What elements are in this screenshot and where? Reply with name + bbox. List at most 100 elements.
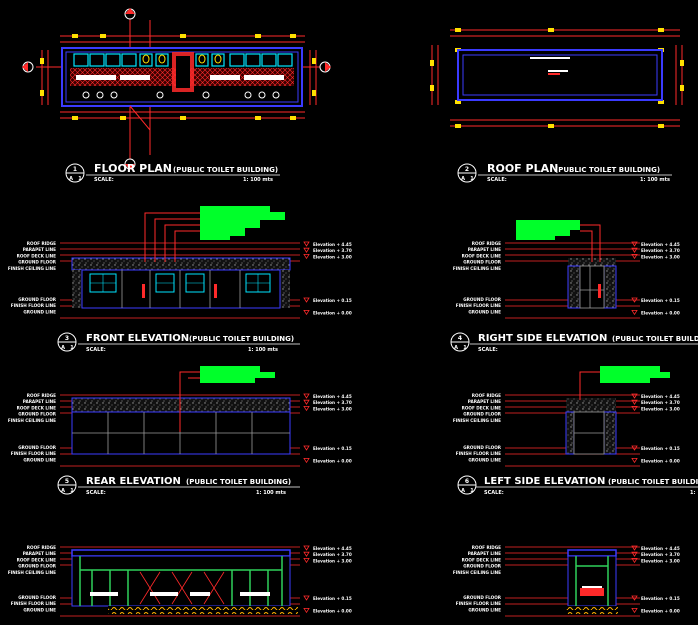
level-marker (631, 247, 638, 253)
elevation-label: Elevation + 3.00 (641, 406, 680, 411)
level-label: PARAPET LINE (23, 247, 56, 252)
elevation-label: Elevation + 3.70 (313, 552, 352, 557)
level-marker (631, 608, 638, 614)
roof-plan-title: ROOF PLAN (487, 162, 558, 175)
level-marker (303, 558, 310, 564)
level-label: FINISH CEILING LINE (8, 418, 56, 423)
elevation-label: Elevation + 0.00 (641, 310, 680, 315)
elevation-label: Elevation + 3.70 (313, 400, 352, 405)
level-label: ROOF DECK LINE (17, 405, 57, 410)
left-side-elevation-scale-label: SCALE: (484, 490, 504, 496)
section-ref: A (454, 345, 458, 351)
level-marker (631, 310, 638, 316)
level-marker (631, 445, 638, 451)
rear-elevation-scale-value: 1: 100 mts (256, 490, 286, 496)
section-number: 3 (65, 335, 69, 342)
section-number: 6 (465, 478, 469, 485)
level-marker (631, 595, 638, 601)
elevation-label: Elevation + 3.70 (641, 248, 680, 253)
sheet-ref: 1 (70, 345, 74, 351)
section-ref: A (461, 488, 465, 494)
level-label: GROUND FLOOR (463, 595, 502, 600)
floor-plan-subtitle: (PUBLIC TOILET BUILDING) (173, 166, 278, 174)
elevation-label: Elevation + 0.15 (313, 298, 352, 303)
level-marker (631, 558, 638, 564)
level-label: ROOF DECK LINE (462, 405, 502, 410)
level-marker (303, 545, 310, 551)
level-label: ROOF RIDGE (472, 241, 501, 246)
sheet-ref: 1 (470, 488, 474, 494)
section-number: 4 (458, 335, 462, 342)
level-label: FINISH CEILING LINE (8, 266, 56, 271)
level-label: GROUND FLOOR (463, 412, 502, 417)
level-label: GROUND FLOOR (18, 564, 57, 569)
level-label: ROOF RIDGE (27, 545, 56, 550)
level-marker (631, 241, 638, 247)
left-side-elevation-title: LEFT SIDE ELEVATION (484, 476, 605, 487)
level-marker (303, 310, 310, 316)
front-elevation-subtitle: (PUBLIC TOILET BUILDING) (189, 335, 294, 343)
level-label: ROOF RIDGE (472, 545, 501, 550)
front-elevation-scale-value: 1: 100 mts (248, 347, 278, 353)
level-marker (631, 406, 638, 412)
level-label: FINISH CEILING LINE (453, 418, 501, 423)
level-label: ROOF DECK LINE (462, 253, 502, 258)
level-label: GROUND FLOOR (463, 260, 502, 265)
level-label: GROUND LINE (468, 309, 501, 314)
level-label: FINISH FLOOR LINE (456, 451, 501, 456)
level-marker (631, 545, 638, 551)
right-side-elevation-scale-label: SCALE: (478, 347, 498, 353)
elevation-label: Elevation + 0.00 (641, 458, 680, 463)
level-marker (303, 393, 310, 399)
level-label: GROUND LINE (23, 309, 56, 314)
level-marker (631, 399, 638, 405)
elevation-label: Elevation + 0.00 (313, 310, 352, 315)
level-marker (303, 551, 310, 557)
level-marker (303, 297, 310, 303)
roof-plan-scale-label: SCALE: (487, 177, 507, 183)
level-label: FINISH CEILING LINE (453, 570, 501, 575)
level-label: GROUND LINE (23, 607, 56, 612)
elevation-label: Elevation + 3.00 (313, 254, 352, 259)
elevation-label: Elevation + 3.70 (641, 400, 680, 405)
elevation-label: Elevation + 4.45 (641, 394, 680, 399)
level-label: FINISH FLOOR LINE (11, 451, 56, 456)
elevation-label: Elevation + 3.00 (641, 558, 680, 563)
elevation-label: Elevation + 3.70 (641, 552, 680, 557)
level-label: ROOF RIDGE (27, 393, 56, 398)
rear-elevation-subtitle: (PUBLIC TOILET BUILDING) (186, 478, 291, 486)
roof-plan-subtitle: (PUBLIC TOILET BUILDING) (555, 166, 660, 174)
right-side-elevation-title-block: 4 A 1 RIGHT SIDE ELEVATION (PUBLIC TOILE… (450, 332, 698, 353)
level-label: GROUND FLOOR (18, 595, 57, 600)
level-label: FINISH FLOOR LINE (11, 601, 56, 606)
level-marker (303, 445, 310, 451)
section-ref: A (61, 345, 65, 351)
level-label: GROUND FLOOR (463, 445, 502, 450)
roof-plan-scale-value: 1: 100 mts (640, 177, 670, 183)
level-label: PARAPET LINE (468, 247, 501, 252)
level-label: ROOF RIDGE (472, 393, 501, 398)
right-side-elevation-subtitle: (PUBLIC TOILET BUILDING) (612, 335, 698, 343)
sheet-ref: 1 (70, 488, 74, 494)
elevation-label: Elevation + 4.45 (313, 394, 352, 399)
rear-elevation-scale-label: SCALE: (86, 490, 106, 496)
level-label: ROOF DECK LINE (17, 253, 57, 258)
elevation-label: Elevation + 3.00 (313, 558, 352, 563)
level-marker (303, 241, 310, 247)
level-label: FINISH FLOOR LINE (11, 303, 56, 308)
elevation-label: Elevation + 3.00 (641, 254, 680, 259)
floor-plan-scale-value: 1: 100 mts (243, 177, 273, 183)
left-side-elevation-scale-value: 1: (690, 490, 695, 496)
floor-plan-scale-label: SCALE: (94, 177, 114, 183)
